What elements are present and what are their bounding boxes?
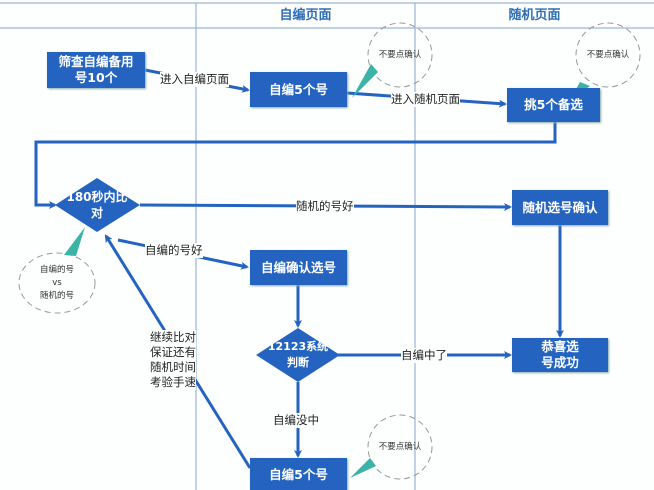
node-random-confirm: 随机选号确认 xyxy=(512,190,608,225)
lane-header-self: 自编页面 xyxy=(279,8,332,23)
callout-tail-1 xyxy=(352,64,378,98)
label-enter-random-page: 进入随机页面 xyxy=(391,92,460,107)
node-self-pick-5-top: 自编5个号 xyxy=(250,72,347,107)
note-compare: 自编的号 vs 随机的号 xyxy=(39,264,74,301)
note-no-confirm-2: 不要点确认 xyxy=(586,49,630,60)
label-self-better: 自编的号好 xyxy=(145,243,203,258)
label-random-better: 随机的号好 xyxy=(296,199,354,214)
compare-diamond xyxy=(55,178,140,232)
label-continue-compare: 继续比对 保证还有 随机时间 考验手速 xyxy=(150,330,196,390)
node-self-pick-5-bottom: 自编5个号 xyxy=(250,458,347,490)
node-compare-180s: 180秒内比对 xyxy=(66,190,128,220)
judge-diamond xyxy=(256,328,340,382)
callout-tail-4 xyxy=(350,458,376,478)
node-success: 恭喜选号成功 xyxy=(512,338,608,372)
callout-tail-3 xyxy=(64,227,85,256)
node-self-confirm: 自编确认选号 xyxy=(250,250,347,285)
arrow-to-compare xyxy=(34,122,557,209)
node-system-judge: 12123系统判断 xyxy=(267,340,329,369)
label-self-won: 自编中了 xyxy=(401,348,447,363)
node-screen-backup: 筛查自编备用号10个 xyxy=(47,52,145,88)
callout-circle-1 xyxy=(367,22,433,88)
callout-circle-4 xyxy=(367,414,433,480)
lane-header-random: 随机页面 xyxy=(508,8,561,23)
label-enter-self-page: 进入自编页面 xyxy=(160,72,229,87)
callout-circle-2 xyxy=(575,22,641,88)
note-no-confirm-1: 不要点确认 xyxy=(378,49,422,60)
note-no-confirm-3: 不要点确认 xyxy=(378,441,422,452)
label-self-lost: 自编没中 xyxy=(273,413,319,428)
callout-circle-3 xyxy=(18,252,96,314)
node-pick-5-alternates: 挑5个备选 xyxy=(507,88,600,122)
